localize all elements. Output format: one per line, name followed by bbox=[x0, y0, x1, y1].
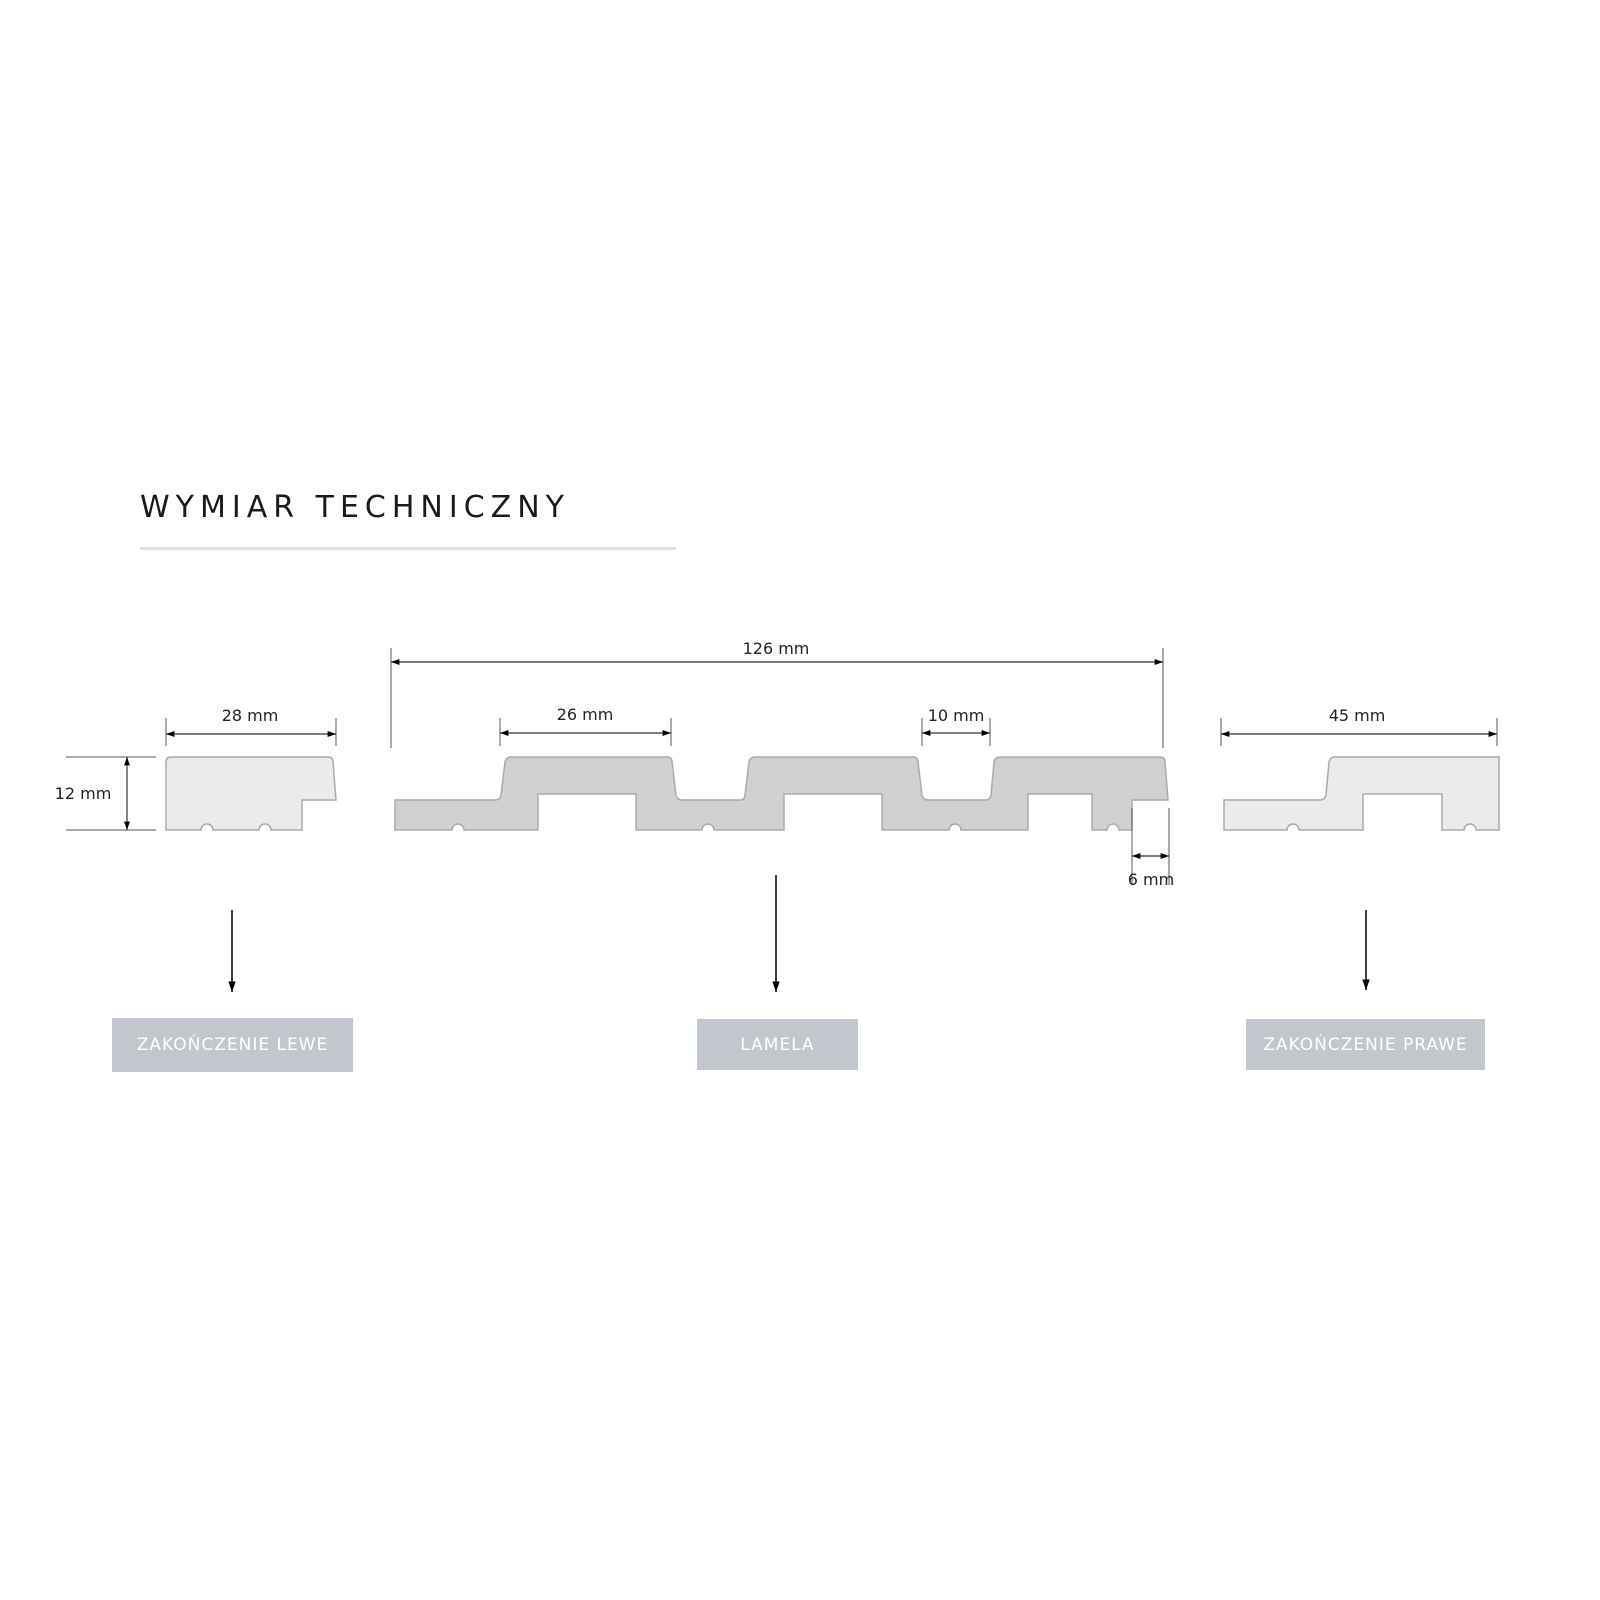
right-end-profile bbox=[1223, 756, 1500, 831]
label-right-end: ZAKOŃCZENIE PRAWE bbox=[1246, 1019, 1485, 1070]
dim-rib: 26 mm bbox=[557, 705, 614, 724]
dim-height: 12 mm bbox=[55, 784, 112, 803]
title-underline bbox=[140, 547, 676, 550]
left-end-profile bbox=[165, 756, 337, 831]
label-lamela: LAMELA bbox=[697, 1019, 858, 1070]
dim-overlap: 6 mm bbox=[1128, 870, 1174, 889]
dim-right-width: 45 mm bbox=[1329, 706, 1386, 725]
page-title: WYMIAR TECHNICZNY bbox=[140, 490, 570, 525]
dim-left-width: 28 mm bbox=[222, 706, 279, 725]
label-left-end: ZAKOŃCZENIE LEWE bbox=[112, 1018, 353, 1072]
dim-total: 126 mm bbox=[743, 639, 810, 658]
lamela-profile bbox=[394, 756, 1169, 831]
dim-groove: 10 mm bbox=[928, 706, 985, 725]
